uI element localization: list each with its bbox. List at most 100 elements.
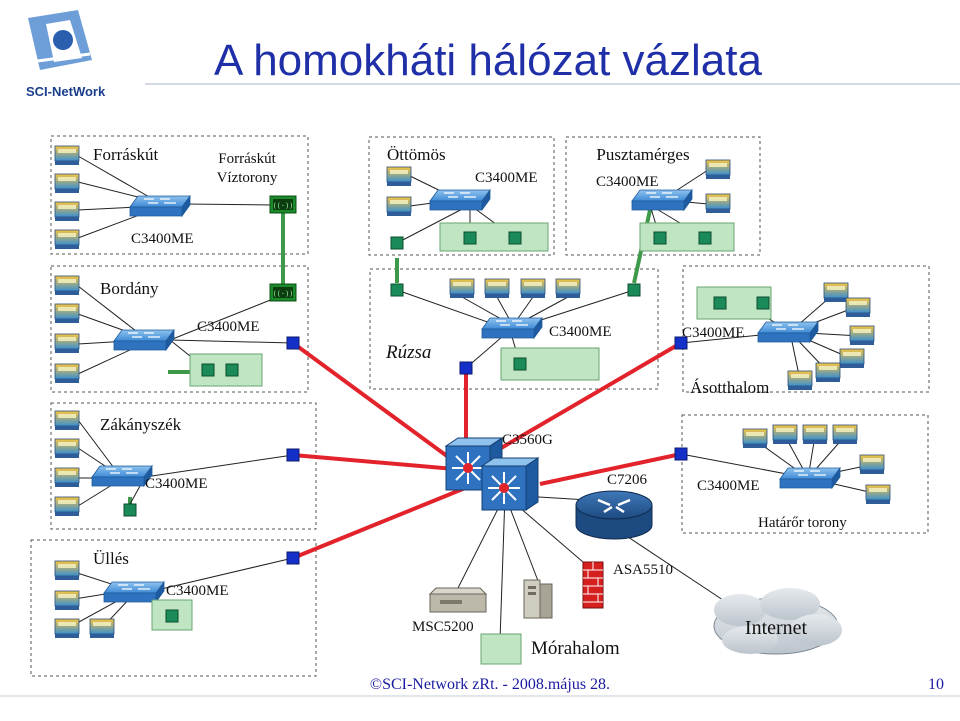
- backbone-links: [291, 341, 683, 560]
- workstation-icon: [54, 275, 80, 296]
- workstation-icon: [484, 278, 510, 299]
- switch-icon: [757, 321, 819, 343]
- site-bordany: Bordány C3400ME: [54, 275, 300, 387]
- workstation-icon: [859, 454, 885, 475]
- cloud-icon: [713, 588, 842, 655]
- workstation-icon: [54, 173, 80, 194]
- switch-model-label: C3400ME: [697, 478, 760, 494]
- switch-model-label: C3400ME: [197, 319, 260, 335]
- site-label-ottomos: Öttömös: [387, 145, 446, 164]
- node-icon: [459, 361, 473, 375]
- internet-label: Internet: [745, 617, 808, 639]
- workstation-icon: [849, 325, 875, 346]
- node-icon: [201, 363, 215, 377]
- site-label-viztorony-line1: Forráskút: [218, 151, 276, 167]
- firewall-asa5510: ASA5510: [582, 561, 673, 609]
- site-zakanyszek: Zákányszék C3400ME: [54, 410, 300, 517]
- node-icon: [674, 336, 688, 350]
- workstation-icon: [823, 282, 849, 303]
- workstation-icon: [705, 193, 731, 214]
- workstation-icon: [54, 201, 80, 222]
- firewall-icon: [582, 561, 604, 609]
- building-icon: [696, 286, 772, 320]
- switch-model-label: C3400ME: [596, 174, 659, 190]
- router-c7206: C7206: [575, 472, 653, 540]
- node-icon: [390, 283, 404, 297]
- firewall-label: ASA5510: [613, 562, 673, 578]
- site-morahalom: MSC5200 Mórahalom: [412, 579, 620, 665]
- site-label-asotthalom: Ásotthalom: [690, 378, 769, 397]
- page-number: 10: [928, 676, 944, 693]
- site-rusza: Rúzsa C3400ME: [385, 278, 641, 381]
- group-pusztamerges: [565, 136, 761, 256]
- node-icon: [286, 336, 300, 350]
- switch-icon: [129, 195, 191, 217]
- workstation-icon: [386, 166, 412, 187]
- workstation-icon: [54, 618, 80, 639]
- site-ulles: Üllés C3400ME: [54, 549, 300, 639]
- group-rusza: [369, 268, 659, 390]
- node-icon: [286, 551, 300, 565]
- workstation-icon: [865, 484, 891, 505]
- router-icon: [575, 490, 653, 540]
- group-bordany: [50, 265, 309, 393]
- switch-model-label: C3400ME: [549, 324, 612, 340]
- workstation-icon: [54, 145, 80, 166]
- node-icon: [627, 283, 641, 297]
- layer3-switch-icon: [480, 457, 540, 511]
- site-pusztamerges: Pusztamérges C3400ME: [596, 145, 735, 252]
- switch-icon: [429, 189, 491, 211]
- node-icon: [513, 357, 527, 371]
- workstation-icon: [555, 278, 581, 299]
- workstation-icon: [815, 362, 841, 383]
- site-label-pusztamerges: Pusztamérges: [596, 145, 689, 164]
- switch-icon: [631, 189, 693, 211]
- group-forraskut: [50, 135, 309, 255]
- workstation-icon: [839, 348, 865, 369]
- workstation-icon: [54, 590, 80, 611]
- node-icon: [390, 236, 404, 250]
- workstation-icon: [54, 229, 80, 250]
- workstation-icon: [802, 424, 828, 445]
- site-label-ulles: Üllés: [93, 549, 129, 568]
- site-label-bordany: Bordány: [100, 279, 159, 298]
- node-icon: [713, 296, 727, 310]
- switch-model-label: C3400ME: [145, 476, 208, 492]
- switch-model-label: C3400ME: [475, 170, 538, 186]
- node-icon: [508, 231, 522, 245]
- router-label: C7206: [607, 472, 648, 488]
- server-tower-icon: [523, 579, 553, 619]
- workstation-icon: [386, 196, 412, 217]
- workstation-icon: [787, 370, 813, 391]
- server-label-msc5200: MSC5200: [412, 619, 474, 635]
- workstation-icon: [54, 438, 80, 459]
- footer-copyright: ©SCI-Network zRt. - 2008.május 28.: [370, 676, 610, 693]
- site-label-hatarortorony: Határőr torony: [758, 515, 847, 531]
- switch-icon: [481, 317, 543, 339]
- workstation-icon: [54, 363, 80, 384]
- building-icon: [480, 633, 522, 665]
- group-hatarortorony: [681, 414, 929, 534]
- logo-text: SCI-NetWork: [26, 84, 106, 99]
- site-ottomos: Öttömös C3400ME: [386, 145, 549, 252]
- switch-icon: [91, 465, 153, 487]
- switch-icon: [103, 581, 165, 603]
- switch-icon: [113, 329, 175, 351]
- workstation-icon: [54, 496, 80, 517]
- site-label-forraskut: Forráskút: [93, 145, 158, 164]
- node-icon: [123, 503, 137, 517]
- node-icon: [286, 448, 300, 462]
- workstation-icon: [832, 424, 858, 445]
- workstation-icon: [742, 428, 768, 449]
- workstation-icon: [520, 278, 546, 299]
- workstation-icon: [54, 560, 80, 581]
- site-label-viztorony-line2: Víztorony: [217, 170, 278, 186]
- workstation-icon: [54, 303, 80, 324]
- workstation-icon: [449, 278, 475, 299]
- site-label-morahalom: Mórahalom: [531, 638, 620, 659]
- sci-network-logo: SCI-NetWork: [26, 10, 106, 99]
- switch-model-label: C3400ME: [682, 325, 745, 341]
- group-ottomos: [368, 136, 555, 256]
- workstation-icon: [705, 159, 731, 180]
